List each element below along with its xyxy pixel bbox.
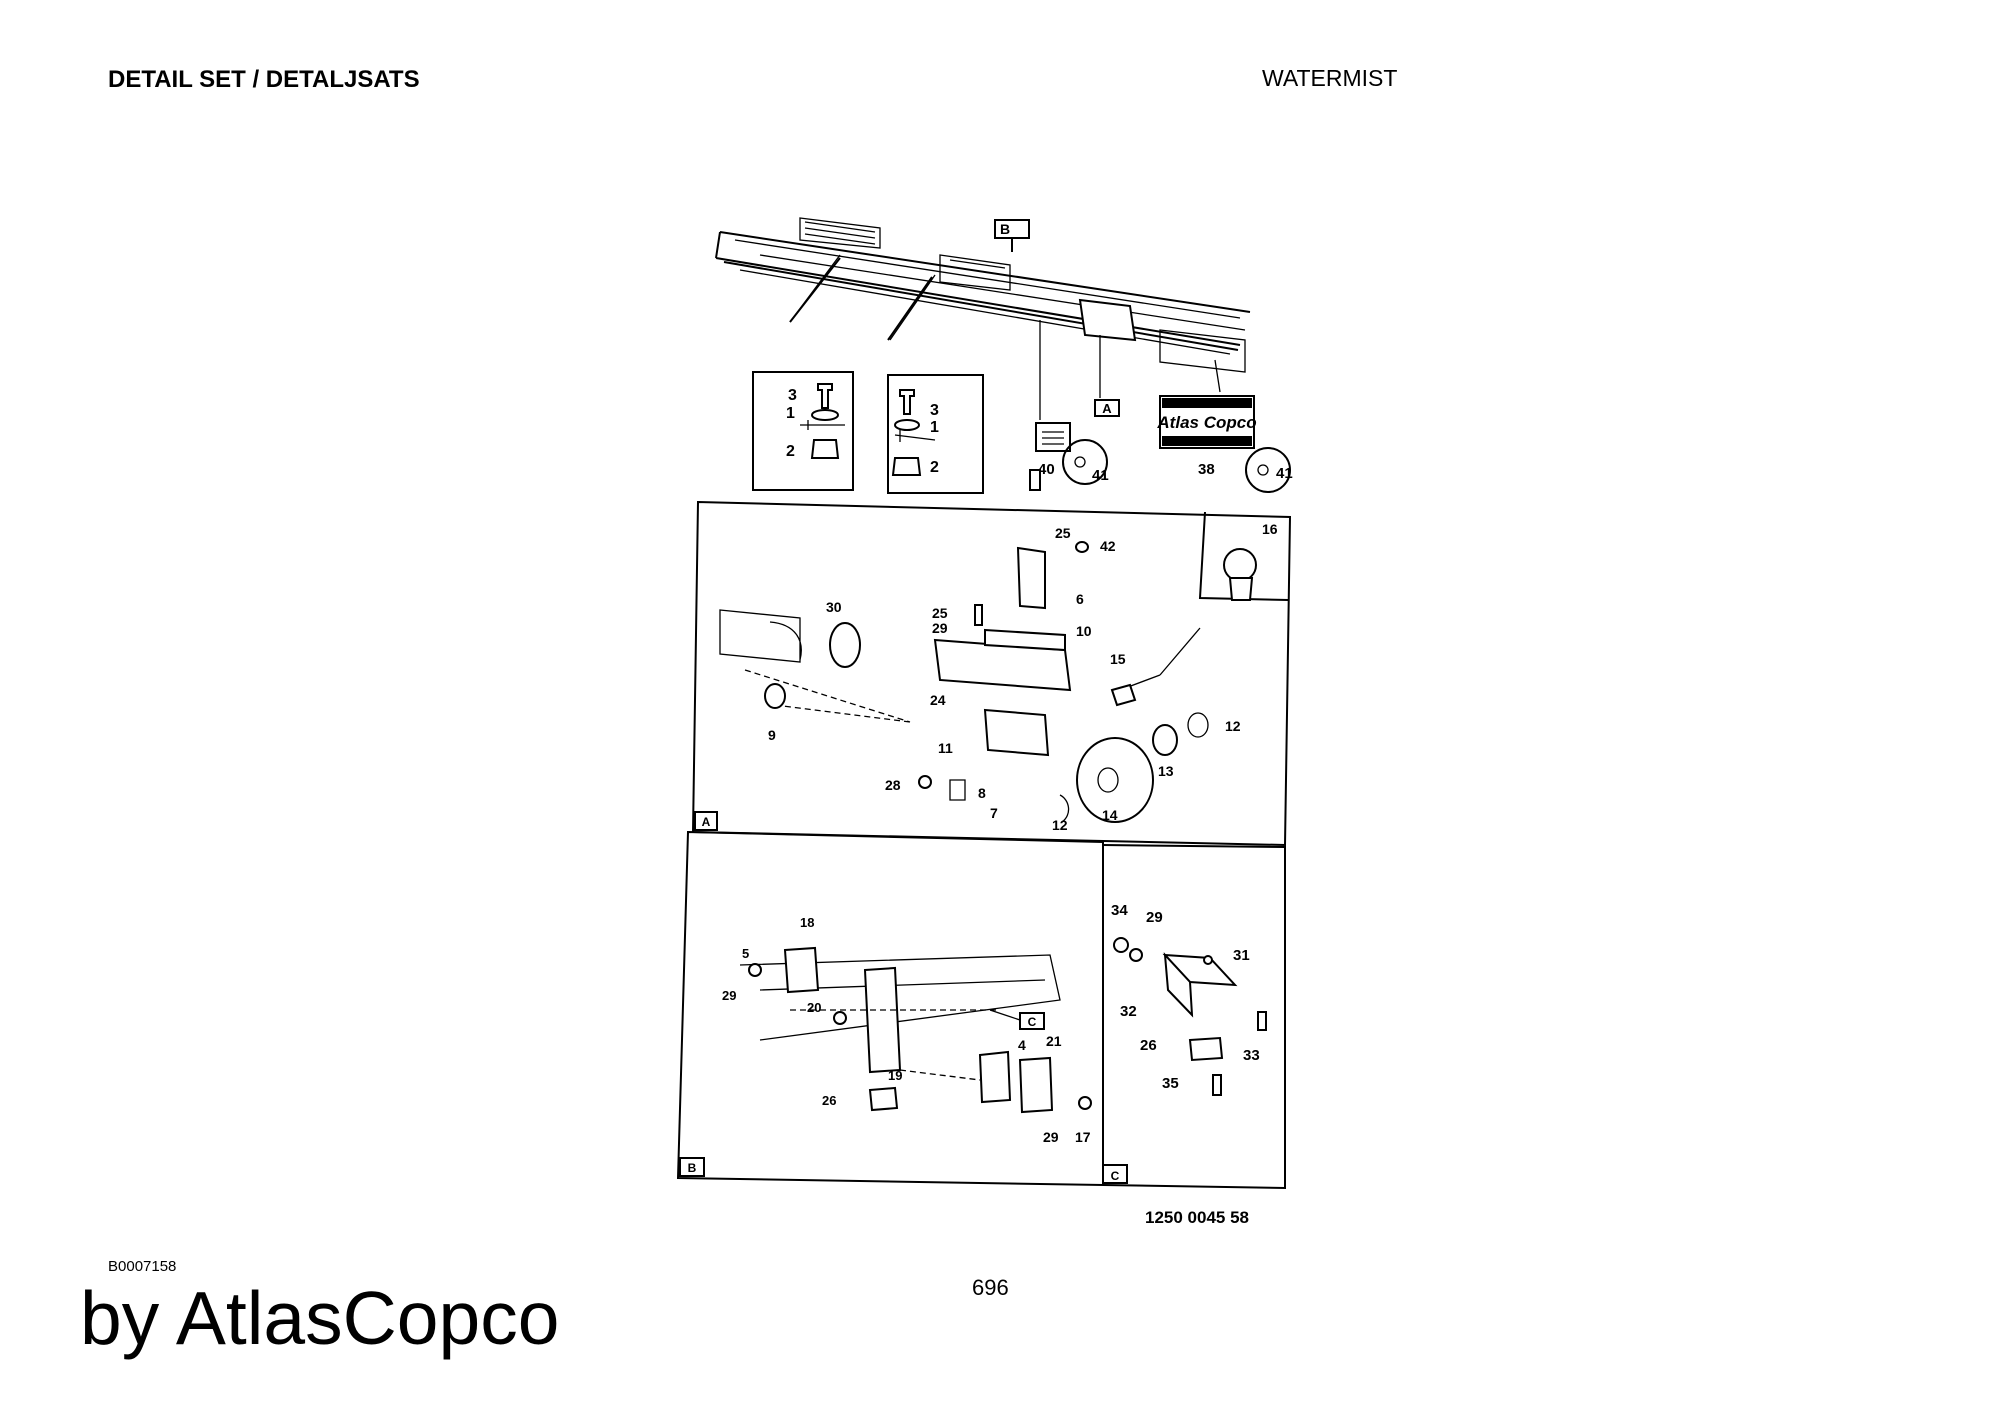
callout-20: 20	[807, 1000, 821, 1015]
document-id: B0007158	[108, 1258, 177, 1275]
callout-11: 11	[938, 740, 953, 756]
callout-41: 41	[1092, 467, 1109, 484]
page-title-left: DETAIL SET / DETALJSATS	[108, 66, 420, 93]
view-tag-a-top: A	[1102, 401, 1112, 416]
panel-c	[1102, 844, 1286, 1190]
callout-1b: 1	[930, 419, 939, 436]
view-tag-c: C	[1111, 1169, 1120, 1183]
detail-box-2	[887, 374, 984, 494]
callout-35: 35	[1162, 1075, 1179, 1092]
callout-4: 4	[1018, 1037, 1026, 1053]
callout-24: 24	[930, 692, 946, 708]
callout-5: 5	[742, 946, 749, 961]
page-title-right: WATERMIST	[1262, 65, 1398, 91]
callout-17: 17	[1075, 1129, 1091, 1145]
callout-2: 2	[786, 443, 795, 460]
callout-9: 9	[768, 727, 776, 743]
callout-38: 38	[1198, 461, 1215, 478]
callout-40: 40	[1038, 461, 1055, 478]
callout-18: 18	[800, 915, 814, 930]
callout-21: 21	[1046, 1033, 1062, 1049]
atlas-copco-decal-logo: Atlas Copco	[1156, 413, 1256, 432]
callout-28: 28	[885, 777, 901, 793]
callout-3b: 3	[930, 402, 939, 419]
brand-footer: by AtlasCopco	[80, 1276, 560, 1360]
decals	[1035, 395, 1291, 493]
boom-overview	[715, 217, 1251, 420]
callout-12b: 12	[1052, 817, 1068, 833]
callout-41b: 41	[1276, 465, 1293, 482]
callout-30: 30	[826, 599, 842, 615]
callout-3: 3	[788, 387, 797, 404]
panel-a	[691, 469, 1292, 847]
callout-16: 16	[1262, 521, 1278, 537]
callout-33: 33	[1243, 1047, 1260, 1064]
callout-2b: 2	[930, 459, 939, 476]
callout-8: 8	[978, 785, 986, 801]
callout-25b: 25	[932, 605, 948, 621]
callout-13: 13	[1158, 763, 1174, 779]
panel-b	[676, 830, 1104, 1187]
callout-32: 32	[1120, 1003, 1137, 1020]
callout-14: 14	[1102, 807, 1118, 823]
callout-7: 7	[990, 805, 998, 821]
callout-1: 1	[786, 405, 795, 422]
callout-25: 25	[1055, 525, 1071, 541]
view-tag-b: B	[688, 1161, 697, 1175]
callout-19: 19	[888, 1068, 902, 1083]
drawing-part-number: 1250 0045 58	[1145, 1208, 1249, 1227]
callout-29c: 29	[722, 988, 736, 1003]
detail-box-1	[752, 371, 854, 491]
callout-42: 42	[1100, 538, 1116, 554]
callout-26c: 26	[1140, 1037, 1157, 1054]
callout-29e: 29	[1146, 909, 1163, 926]
view-tag-b-top: B	[1000, 221, 1010, 237]
callout-29d: 29	[1043, 1129, 1059, 1145]
callout-15: 15	[1110, 651, 1126, 667]
callout-10: 10	[1076, 623, 1092, 639]
callout-31: 31	[1233, 947, 1250, 964]
callout-29: 29	[932, 620, 948, 636]
callout-12: 12	[1225, 718, 1241, 734]
view-tag-a: A	[702, 815, 711, 829]
callout-34: 34	[1111, 902, 1128, 919]
page-number: 696	[972, 1275, 1009, 1300]
callout-26: 26	[822, 1093, 836, 1108]
view-tag-c-inline: C	[1028, 1015, 1037, 1029]
callout-6: 6	[1076, 591, 1084, 607]
